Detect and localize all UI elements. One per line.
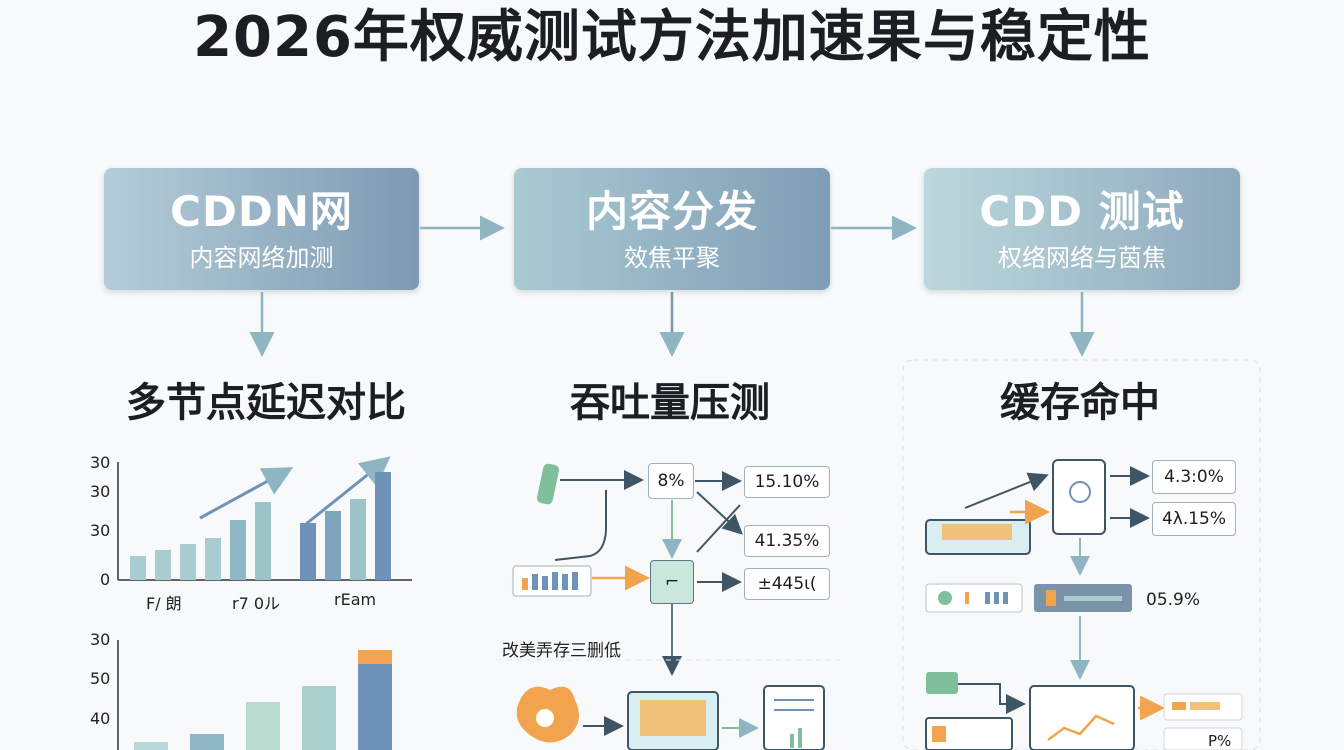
y-tick-label: 40 xyxy=(90,709,111,728)
source-icon xyxy=(536,463,560,505)
chart-bar xyxy=(155,550,171,580)
chart-bar xyxy=(130,556,146,580)
throughput-center-node: 8% xyxy=(648,463,694,499)
chart-bar xyxy=(190,734,224,750)
phone-icon xyxy=(1052,459,1106,535)
trend-arrow xyxy=(199,467,294,520)
chart-bar xyxy=(325,511,341,580)
stage-box-cdn: CDDN网 内容网络加测 xyxy=(104,168,419,290)
y-tick-label: 30 xyxy=(90,630,111,649)
chart-bar xyxy=(230,520,246,580)
chart-bar xyxy=(205,538,221,580)
chart-bar xyxy=(302,686,336,750)
throughput-value-2: 41.35% xyxy=(744,525,830,557)
chart-bar xyxy=(300,523,316,580)
report-icon xyxy=(763,685,825,750)
stage-subtitle: 效焦平聚 xyxy=(624,244,720,272)
section-title-cache: 缓存命中 xyxy=(1000,380,1160,426)
x-tick-label: F/ 朗 xyxy=(146,594,182,613)
latency-chart-2 xyxy=(134,650,392,750)
y-tick-label: 30 xyxy=(90,521,111,540)
y-tick-label: 50 xyxy=(90,669,111,688)
cache-value-2: 4λ.15% xyxy=(1152,502,1236,536)
cache-bottom-value: P% xyxy=(1208,732,1232,750)
chart-bar xyxy=(358,654,392,750)
x-tick-label: rEam xyxy=(334,590,377,609)
chart-bar xyxy=(180,544,196,580)
cache-value-1: 4.3:0% xyxy=(1152,460,1236,494)
trend-arrow xyxy=(305,456,391,526)
stage-title: 内容分发 xyxy=(585,187,758,236)
y-tick-label: 30 xyxy=(90,453,111,472)
throughput-value-3: ±445ι( xyxy=(744,568,830,600)
y-tick-label: 30 xyxy=(90,482,111,501)
chart-bar xyxy=(350,499,366,580)
chart-bar xyxy=(246,702,280,750)
throughput-value-1: 15.10% xyxy=(744,466,830,498)
stage-box-test: CDD 测试 权络网络与茵焦 xyxy=(924,168,1240,290)
chart-bar xyxy=(375,472,391,580)
stage-title: CDDN网 xyxy=(170,187,353,236)
page-title: 2026年权威测试方法加速果与稳定性 xyxy=(193,5,1151,70)
monitor-icon xyxy=(1029,685,1135,750)
x-tick-label: r7 0ル xyxy=(232,594,281,613)
stage-box-distribution: 内容分发 效焦平聚 xyxy=(514,168,830,290)
stage-subtitle: 内容网络加测 xyxy=(189,244,334,272)
section-title-latency: 多节点延迟对比 xyxy=(126,380,406,426)
chart-bar xyxy=(255,502,271,580)
cache-hit-rate: 05.9% xyxy=(1146,590,1201,610)
y-tick-label: 0 xyxy=(100,570,111,589)
section-title-throughput: 吞吐量压测 xyxy=(570,380,770,426)
latency-chart-1 xyxy=(130,472,391,580)
throughput-caption: 改美弄存三删低 xyxy=(502,641,621,661)
stage-title: CDD 测试 xyxy=(979,187,1185,236)
throughput-switch-node: ⌐ xyxy=(650,560,694,604)
chart-bar xyxy=(134,742,168,750)
stage-subtitle: 权络网络与茵焦 xyxy=(998,244,1166,272)
chart-bar-cap xyxy=(358,650,392,664)
